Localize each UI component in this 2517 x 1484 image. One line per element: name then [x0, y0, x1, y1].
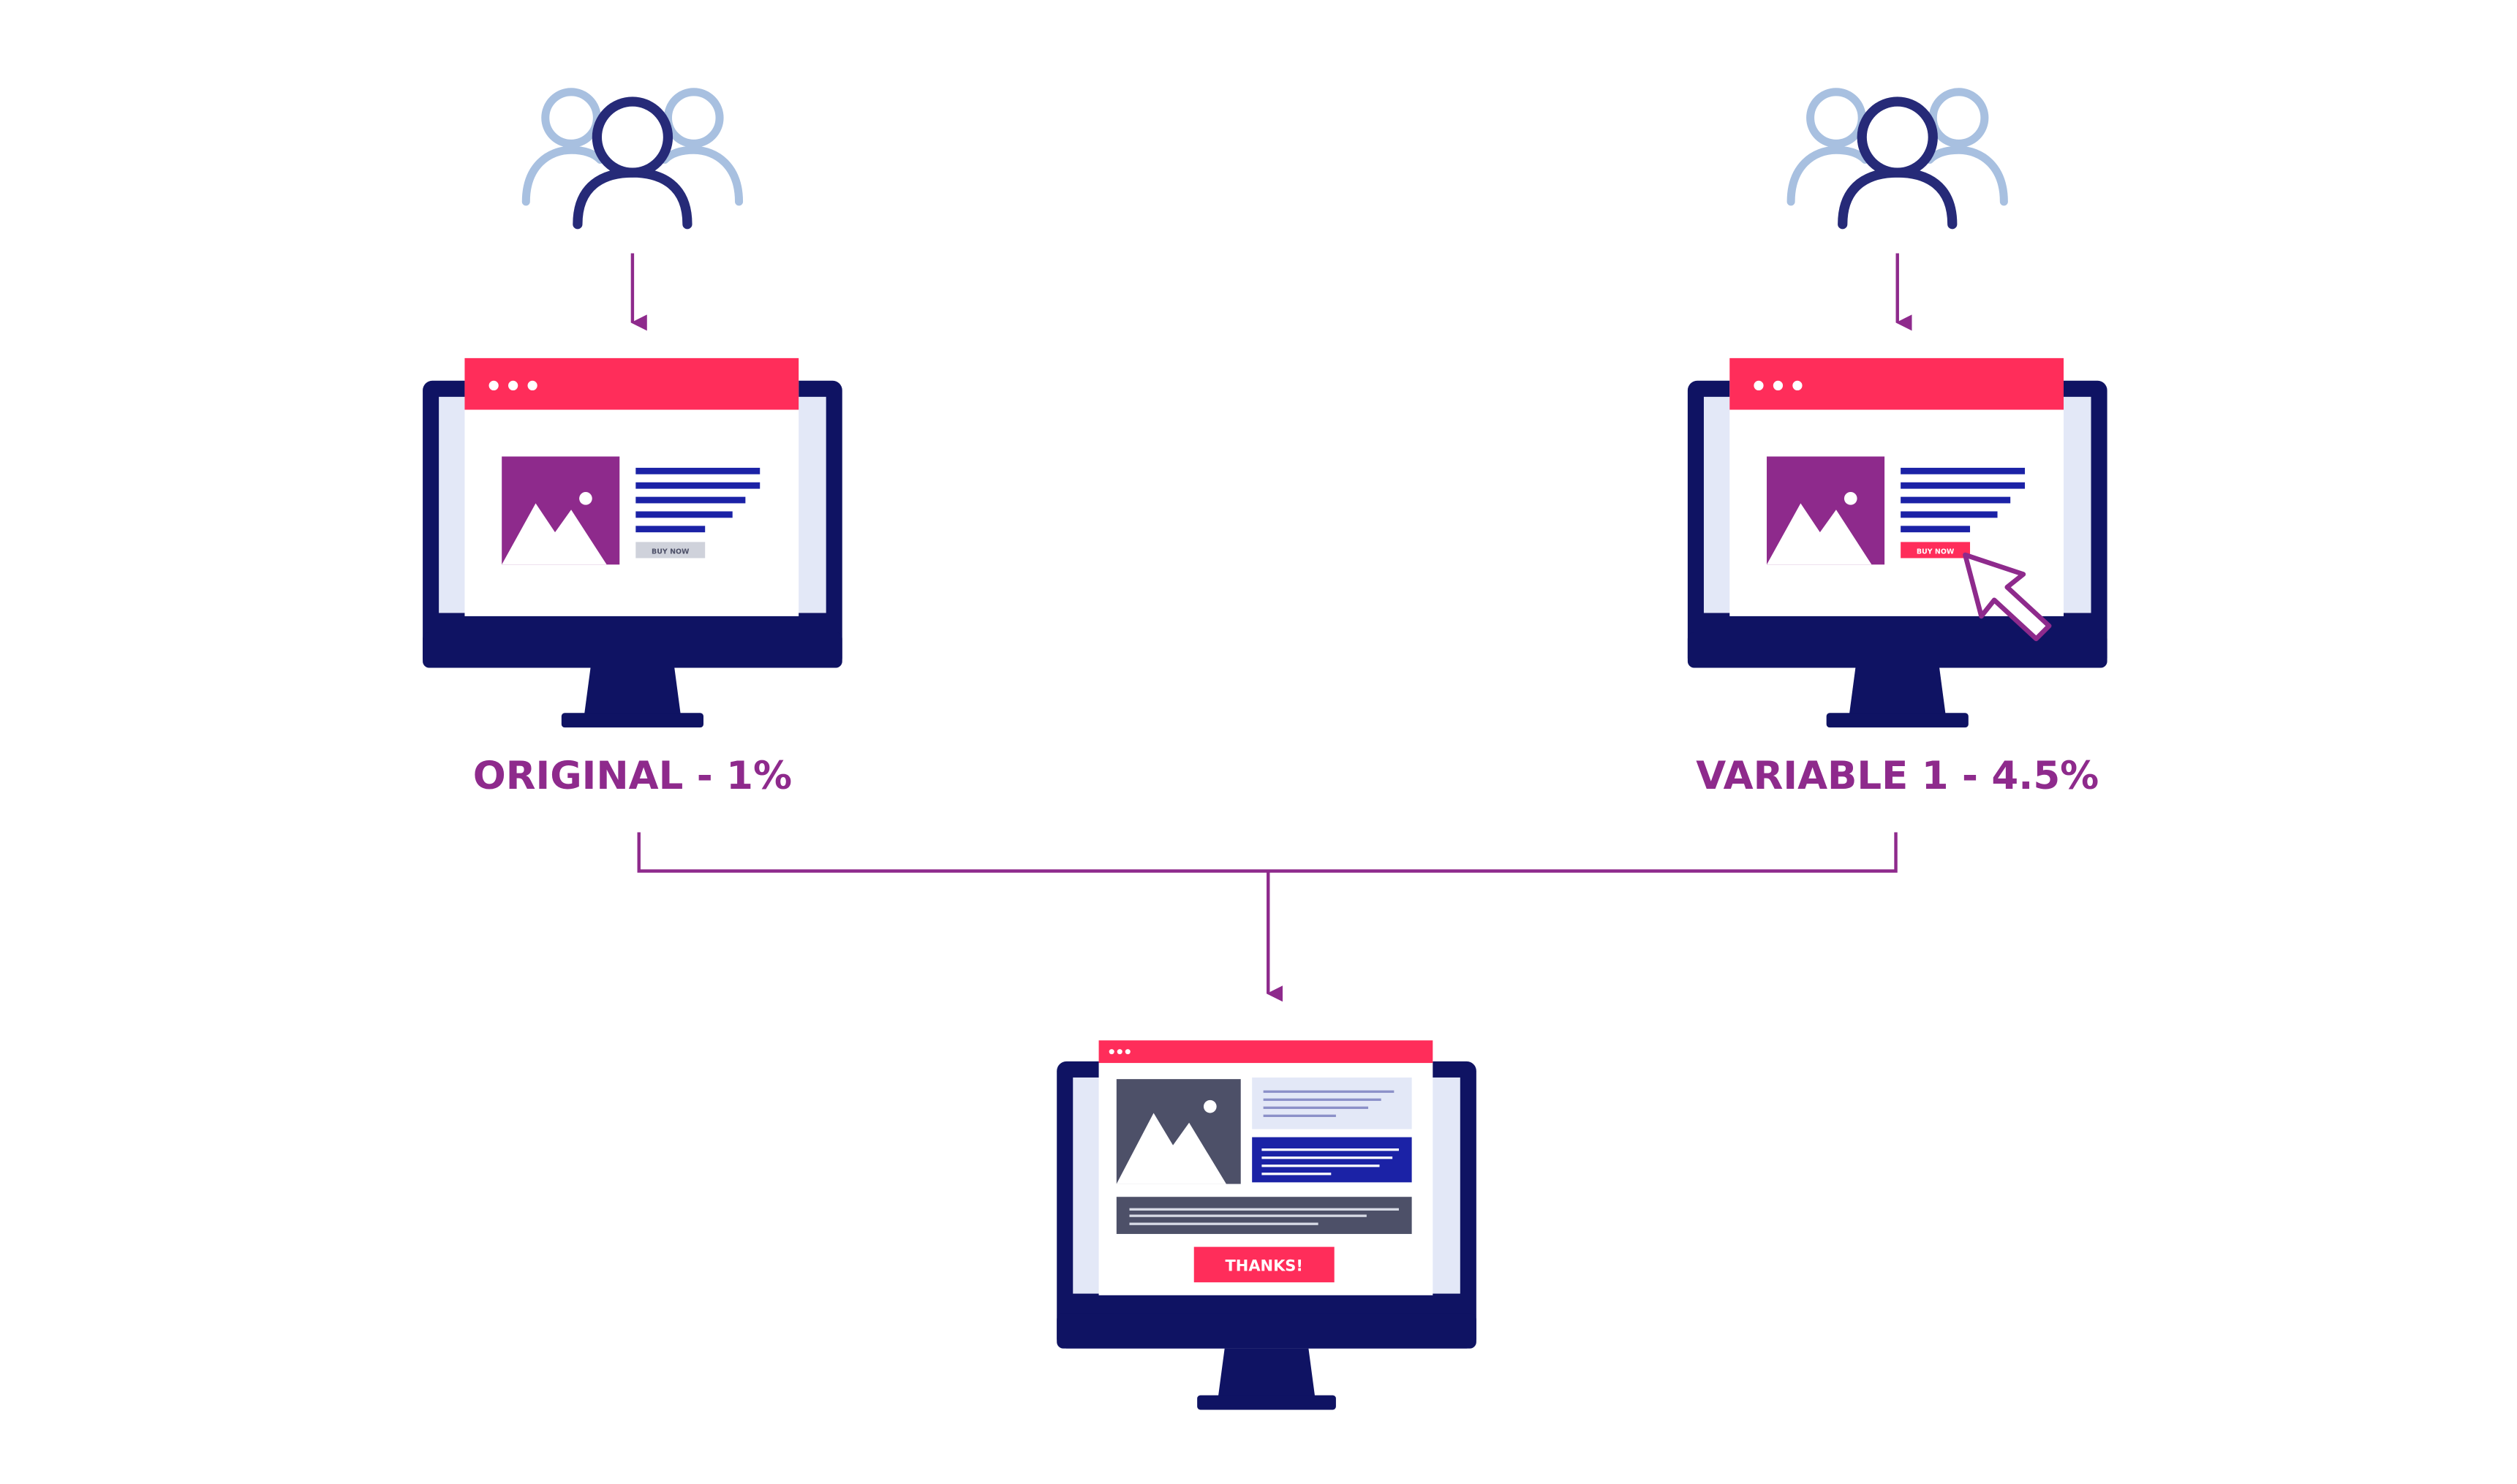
image-icon — [1767, 456, 1885, 565]
text-lines — [635, 467, 761, 533]
browser-title-bar — [464, 357, 799, 410]
caption-original: ORIGINAL - 1% — [473, 754, 792, 798]
monitor-result: THANKS! — [1057, 1040, 1476, 1410]
window-dots-icon — [1754, 380, 1803, 391]
window-dots-icon — [488, 380, 537, 391]
caption-variable: VARIABLE 1 - 4.5% — [1696, 754, 2099, 798]
monitor-variable: BUY NOW — [1687, 357, 2107, 728]
buy-now-button-original: BUY NOW — [635, 542, 706, 559]
cursor-arrow-icon — [1963, 552, 2052, 642]
browser-title-bar — [1098, 1040, 1433, 1064]
info-card-light — [1252, 1077, 1412, 1129]
users-group-icon — [521, 88, 744, 230]
buy-now-label: BUY NOW — [1917, 548, 1955, 556]
thanks-button: THANKS! — [1193, 1246, 1335, 1283]
monitor-original: BUY NOW — [423, 357, 842, 728]
merge-connector — [637, 832, 1898, 1002]
info-card-slate — [1116, 1197, 1412, 1234]
buy-now-label: BUY NOW — [652, 548, 690, 556]
info-card-blue — [1252, 1137, 1412, 1183]
window-dots-icon — [1109, 1049, 1131, 1055]
image-icon — [1116, 1079, 1241, 1184]
buy-now-button-variable: BUY NOW — [1901, 542, 1971, 559]
image-icon — [502, 456, 620, 565]
browser-title-bar — [1729, 357, 2064, 410]
text-lines — [1901, 467, 2026, 533]
users-group-icon — [1786, 88, 2008, 230]
thanks-label: THANKS! — [1225, 1257, 1302, 1275]
